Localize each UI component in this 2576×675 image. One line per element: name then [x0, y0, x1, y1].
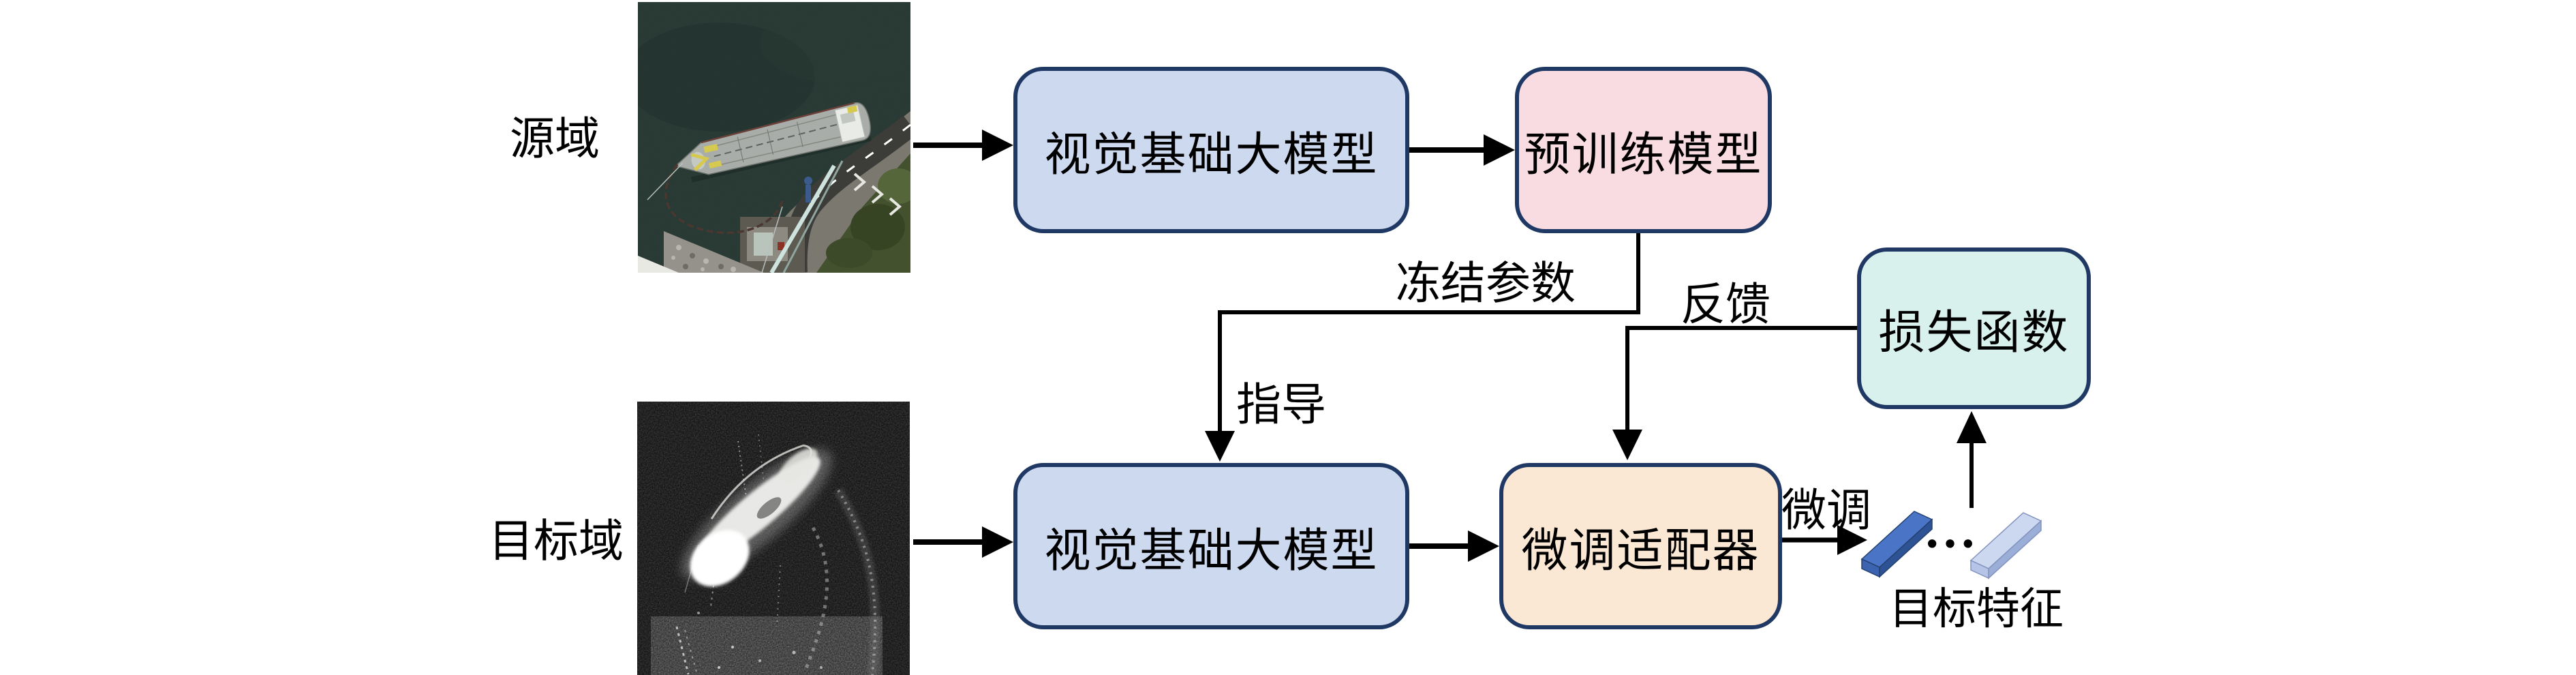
feature-bar-dark [1860, 511, 1933, 578]
node-finetune-adapter: 微调适配器 [1499, 463, 1782, 629]
target-features-label: 目标特征 [1889, 585, 2064, 633]
freeze-params-label: 冻结参数 [1396, 259, 1576, 309]
target-feature-bars [1860, 511, 2042, 580]
feedback-label: 反馈 [1681, 280, 1770, 330]
cargo-ship [675, 102, 872, 183]
target-domain-label: 目标域 [489, 517, 624, 567]
arrowhead [1484, 134, 1515, 166]
arrowhead [1205, 431, 1235, 462]
feature-bar-light [1969, 512, 2042, 580]
arrowhead [1612, 430, 1642, 460]
sar-ship-image [637, 402, 910, 675]
node-vision-foundation-model-top: 视觉基础大模型 [1013, 67, 1409, 233]
node-vision-foundation-model-bottom: 视觉基础大模型 [1013, 463, 1409, 629]
arrowhead [1468, 530, 1499, 562]
optical-satellite-ship-image [638, 2, 910, 273]
source-domain-label: 源域 [510, 115, 600, 164]
sar-ship-signature [681, 444, 832, 587]
features-ellipsis: ··· [1923, 515, 1978, 573]
arrowhead [982, 130, 1013, 161]
finetune-label: 微调 [1781, 486, 1871, 536]
arrowhead [1957, 411, 1987, 443]
arrow-feedback [1625, 326, 1857, 431]
node-loss-function: 损失函数 [1857, 247, 2091, 409]
node-pretrained-model: 预训练模型 [1515, 67, 1772, 233]
guide-label: 指导 [1236, 380, 1326, 430]
arrowhead [982, 526, 1013, 558]
